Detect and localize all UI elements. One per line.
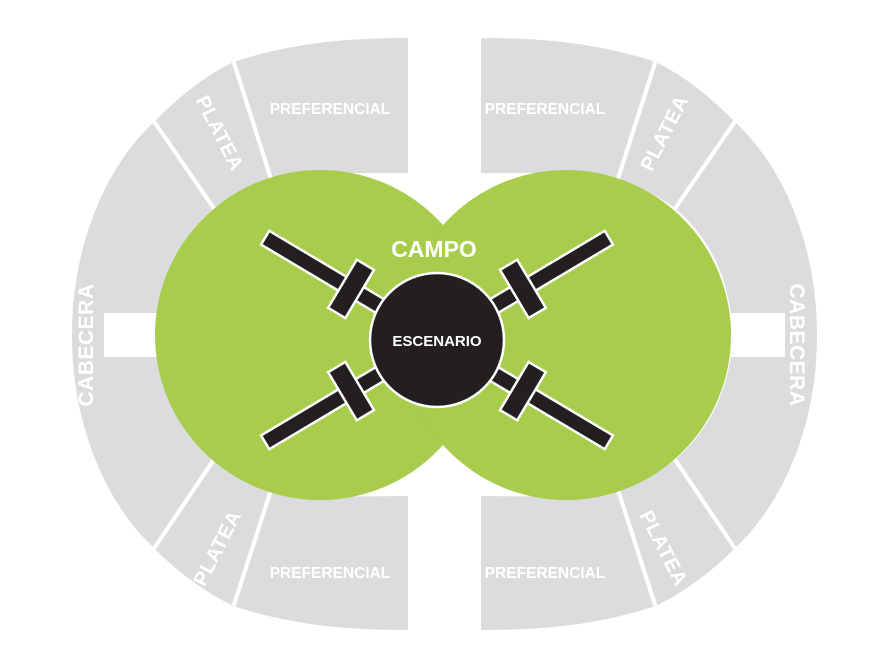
catwalk-crossbar bbox=[326, 360, 376, 423]
stage[interactable]: ESCENARIO bbox=[368, 271, 506, 409]
field-right-lobe bbox=[401, 170, 731, 500]
label-preferencial-bottom-left: PREFERENCIAL bbox=[270, 565, 391, 582]
field-label: CAMPO bbox=[391, 236, 477, 262]
field-left-lobe bbox=[155, 170, 485, 500]
catwalk-crossbar bbox=[498, 360, 548, 423]
label-cabecera-right: CABECERA bbox=[785, 283, 808, 406]
label-cabecera-left: CABECERA bbox=[75, 283, 98, 406]
label-preferencial-bottom-right: PREFERENCIAL bbox=[485, 565, 606, 582]
label-preferencial-top-right: PREFERENCIAL bbox=[485, 101, 606, 118]
label-preferencial-top-left: PREFERENCIAL bbox=[270, 101, 391, 118]
seating-right bbox=[477, 33, 822, 635]
catwalk-crossbar bbox=[498, 257, 548, 320]
stage-circle bbox=[368, 271, 506, 409]
seating-left bbox=[67, 33, 412, 635]
stage-label: ESCENARIO bbox=[392, 333, 482, 350]
catwalk-crossbar bbox=[326, 257, 376, 320]
field-area[interactable]: CAMPO bbox=[155, 170, 731, 500]
